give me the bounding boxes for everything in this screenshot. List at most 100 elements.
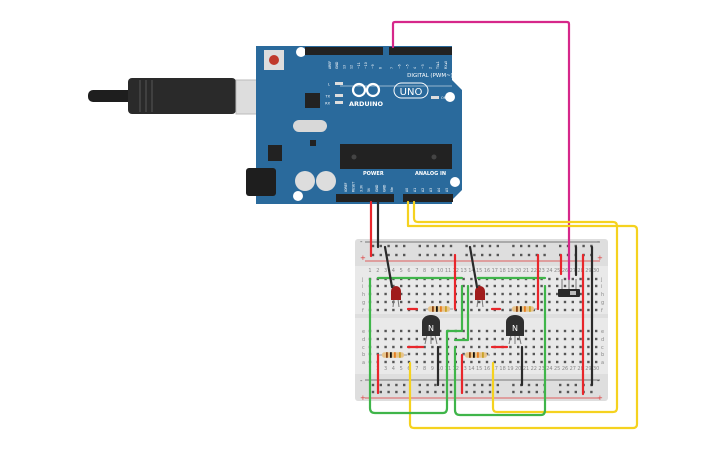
- green-wire[interactable]: [376, 276, 464, 332]
- breadboard-hole[interactable]: [415, 292, 418, 296]
- breadboard-hole[interactable]: [579, 284, 582, 288]
- breadboard-hole[interactable]: [392, 284, 395, 288]
- rail-hole[interactable]: [496, 390, 499, 394]
- green-wire[interactable]: [453, 276, 547, 417]
- breadboard-hole[interactable]: [540, 337, 543, 341]
- breadboard-hole[interactable]: [493, 360, 496, 364]
- breadboard-hole[interactable]: [446, 300, 450, 304]
- breadboard-hole[interactable]: [423, 345, 426, 349]
- breadboard-hole[interactable]: [439, 345, 442, 349]
- rail-hole[interactable]: [379, 383, 382, 387]
- black-wire[interactable]: [383, 245, 594, 387]
- breadboard-hole[interactable]: [548, 277, 551, 281]
- breadboard-hole[interactable]: [524, 284, 528, 288]
- breadboard-hole[interactable]: [517, 345, 520, 349]
- rail-hole[interactable]: [473, 390, 476, 394]
- breadboard-hole[interactable]: [540, 284, 543, 288]
- breadboard-hole[interactable]: [501, 337, 504, 341]
- breadboard-hole[interactable]: [579, 277, 582, 281]
- breadboard-hole[interactable]: [493, 292, 496, 296]
- rail-hole[interactable]: [426, 390, 429, 394]
- rail-hole[interactable]: [371, 390, 375, 394]
- breadboard-hole[interactable]: [423, 300, 426, 304]
- breadboard-hole[interactable]: [431, 337, 434, 341]
- breadboard-hole[interactable]: [571, 360, 574, 364]
- rail-hole[interactable]: [403, 253, 406, 257]
- rail-hole[interactable]: [543, 244, 546, 248]
- breadboard-hole[interactable]: [540, 352, 543, 356]
- breadboard-hole[interactable]: [563, 284, 567, 288]
- rail-hole[interactable]: [442, 390, 445, 394]
- breadboard-hole[interactable]: [384, 308, 387, 312]
- breadboard-hole[interactable]: [509, 308, 512, 312]
- rail-hole[interactable]: [395, 390, 398, 394]
- breadboard-hole[interactable]: [439, 300, 442, 304]
- rail-hole[interactable]: [442, 244, 445, 248]
- breadboard-hole[interactable]: [485, 329, 489, 333]
- breadboard-hole[interactable]: [571, 352, 574, 356]
- breadboard-hole[interactable]: [595, 345, 598, 349]
- breadboard-hole[interactable]: [524, 300, 528, 304]
- rail-hole[interactable]: [520, 390, 523, 394]
- breadboard-hole[interactable]: [517, 300, 520, 304]
- breadboard-hole[interactable]: [524, 352, 528, 356]
- breadboard-hole[interactable]: [415, 284, 418, 288]
- breadboard-hole[interactable]: [485, 284, 489, 288]
- breadboard-hole[interactable]: [423, 284, 426, 288]
- breadboard-hole[interactable]: [376, 308, 379, 312]
- breadboard-hole[interactable]: [548, 300, 551, 304]
- breadboard-hole[interactable]: [407, 292, 411, 296]
- breadboard-hole[interactable]: [478, 337, 481, 341]
- resistor[interactable]: [462, 352, 490, 358]
- rail-hole[interactable]: [496, 383, 499, 387]
- breadboard-hole[interactable]: [392, 308, 395, 312]
- rail-hole[interactable]: [582, 244, 585, 248]
- breadboard-hole[interactable]: [556, 292, 559, 296]
- breadboard-hole[interactable]: [556, 308, 559, 312]
- breadboard-hole[interactable]: [501, 292, 504, 296]
- breadboard-hole[interactable]: [400, 360, 403, 364]
- breadboard-hole[interactable]: [524, 337, 528, 341]
- breadboard-hole[interactable]: [548, 308, 551, 312]
- breadboard-hole[interactable]: [400, 292, 403, 296]
- rail-hole[interactable]: [395, 244, 398, 248]
- breadboard-hole[interactable]: [462, 352, 465, 356]
- rail-hole[interactable]: [371, 253, 375, 257]
- breadboard-hole[interactable]: [587, 337, 590, 341]
- rail-hole[interactable]: [449, 244, 453, 248]
- green-wire[interactable]: [368, 277, 464, 415]
- breadboard-hole[interactable]: [423, 352, 426, 356]
- breadboard-hole[interactable]: [532, 329, 535, 333]
- breadboard-hole[interactable]: [501, 352, 504, 356]
- breadboard-hole[interactable]: [439, 292, 442, 296]
- rail-hole[interactable]: [403, 390, 406, 394]
- breadboard-hole[interactable]: [548, 284, 551, 288]
- rail-hole[interactable]: [481, 383, 484, 387]
- breadboard-hole[interactable]: [462, 300, 465, 304]
- breadboard-hole[interactable]: [478, 300, 481, 304]
- breadboard-hole[interactable]: [376, 284, 379, 288]
- rail-hole[interactable]: [559, 383, 562, 387]
- breadboard-hole[interactable]: [501, 360, 504, 364]
- breadboard-hole[interactable]: [556, 345, 559, 349]
- breadboard-hole[interactable]: [579, 308, 582, 312]
- breadboard-hole[interactable]: [579, 352, 582, 356]
- breadboard-hole[interactable]: [532, 292, 535, 296]
- breadboard-hole[interactable]: [462, 292, 465, 296]
- breadboard-hole[interactable]: [540, 329, 543, 333]
- breadboard-hole[interactable]: [478, 308, 481, 312]
- breadboard-hole[interactable]: [415, 329, 418, 333]
- rail-hole[interactable]: [449, 390, 453, 394]
- breadboard-hole[interactable]: [524, 329, 528, 333]
- breadboard-hole[interactable]: [579, 329, 582, 333]
- breadboard-hole[interactable]: [392, 345, 395, 349]
- breadboard-hole[interactable]: [540, 292, 543, 296]
- breadboard-hole[interactable]: [501, 284, 504, 288]
- breadboard-hole[interactable]: [587, 345, 590, 349]
- breadboard-hole[interactable]: [563, 329, 567, 333]
- breadboard-hole[interactable]: [478, 360, 481, 364]
- breadboard-hole[interactable]: [517, 337, 520, 341]
- breadboard-hole[interactable]: [532, 345, 535, 349]
- rail-hole[interactable]: [371, 244, 375, 248]
- rail-hole[interactable]: [426, 383, 429, 387]
